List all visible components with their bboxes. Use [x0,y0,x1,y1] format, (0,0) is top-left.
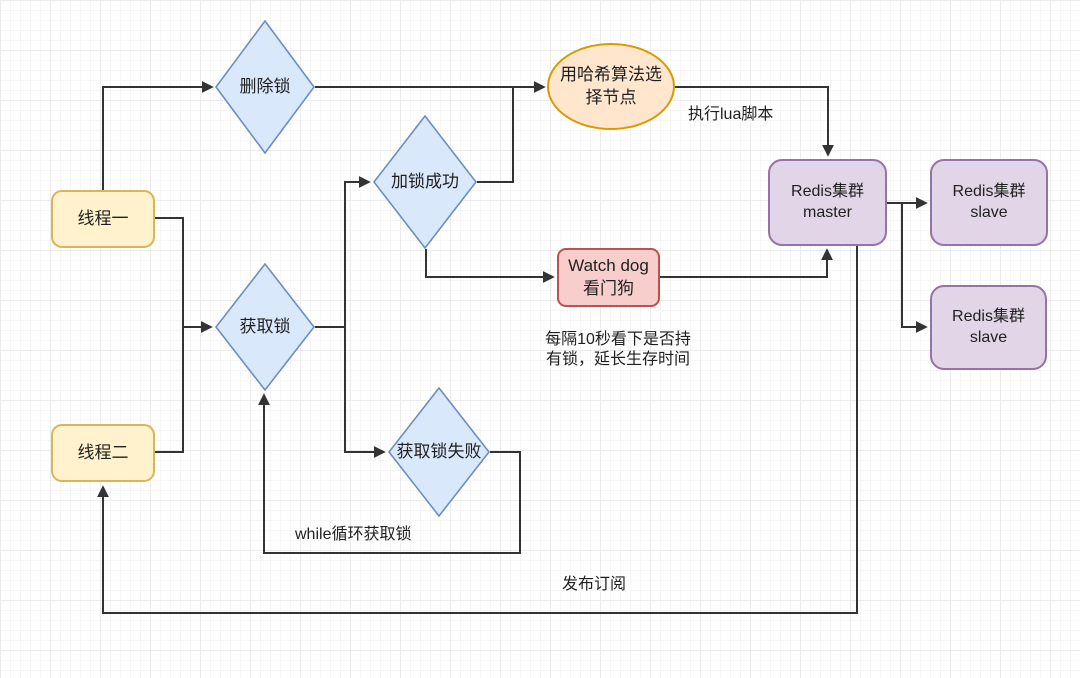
edge-lock-success-to-hash-line [477,86,514,183]
node-redis-slave-2-label: Redis集群 slave [952,307,1025,346]
node-thread-2: 线程二 [51,424,155,482]
node-acquire-lock-label: 获取锁 [239,316,291,336]
node-thread-1: 线程一 [51,190,155,248]
node-delete-lock-label: 删除锁 [239,76,291,96]
node-watchdog: Watch dog 看门狗 [557,248,660,307]
edge-thread1-to-delete-lock [102,81,214,190]
edge-acquire-fail-while-loop [258,393,521,554]
node-delete-lock: 删除锁 [215,20,315,154]
node-redis-master-label: Redis集群 master [791,182,864,221]
edge-acquire-lock-to-lock-success [315,176,371,328]
node-hash-select-label: 用哈希算法选 择节点 [560,65,662,107]
node-acquire-lock: 获取锁 [215,263,315,391]
node-lock-success: 加锁成功 [373,115,477,249]
edge-label-lua-script: 执行lua脚本 [688,106,774,123]
edge-label-watchdog-note: 每隔10秒看下是否持 有锁，延长生存时间 [545,331,691,368]
node-lock-success-label: 加锁成功 [391,171,459,191]
node-thread-2-label: 线程二 [77,442,129,462]
node-redis-slave-2: Redis集群 slave [930,285,1047,370]
edge-acquire-lock-to-acquire-fail [344,327,386,458]
edge-lock-success-to-watchdog [425,249,555,283]
node-thread-1-label: 线程一 [77,208,129,228]
edge-label-pubsub: 发布订阅 [562,576,627,593]
node-redis-slave-1-label: Redis集群 slave [952,182,1026,221]
node-watchdog-label: Watch dog 看门狗 [568,256,649,298]
edge-master-to-thread2-pubsub [97,246,858,614]
node-acquire-lock-fail-label: 获取锁失败 [396,441,482,461]
edge-label-while-loop: while循环获取锁 [295,526,412,543]
node-redis-slave-1: Redis集群 slave [930,159,1048,246]
edge-thread2-to-acquire-lock [155,327,184,453]
edge-master-to-slave2 [901,203,928,333]
edge-watchdog-to-master [660,248,833,278]
node-acquire-lock-fail: 获取锁失败 [388,387,490,517]
node-hash-select: 用哈希算法选 择节点 [547,43,675,130]
edge-hash-select-to-master [675,86,834,157]
edge-thread1-to-acquire-lock [155,217,213,333]
node-redis-master: Redis集群 master [768,159,887,246]
